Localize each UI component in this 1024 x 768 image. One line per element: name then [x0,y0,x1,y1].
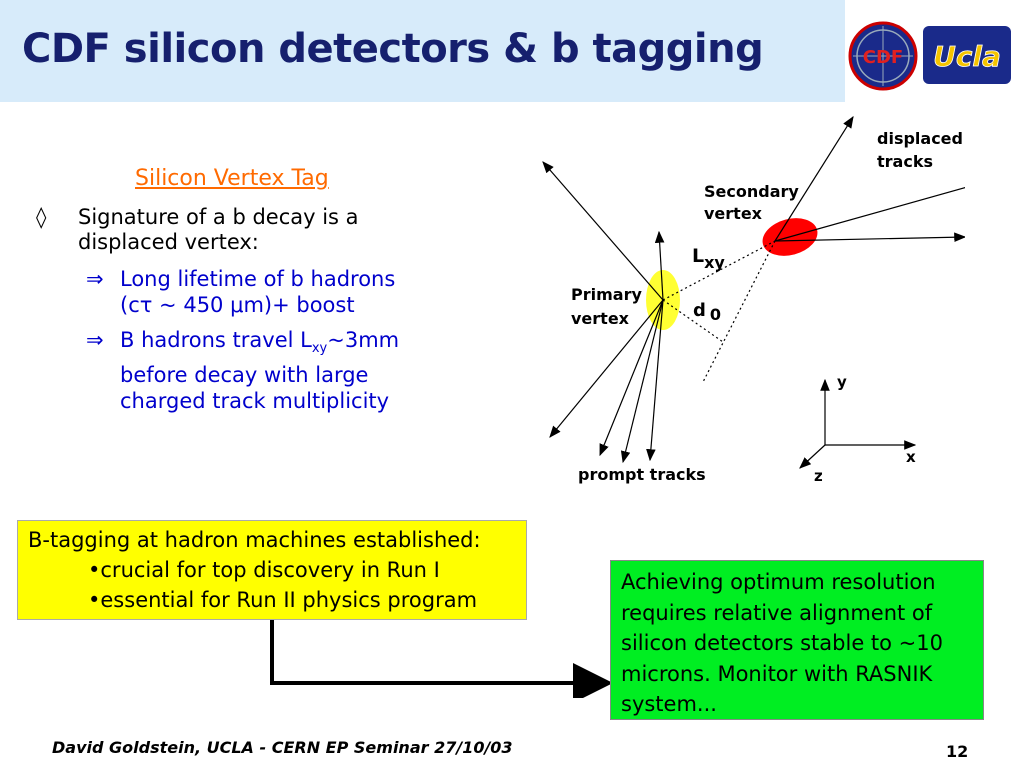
coordinate-axes [799,378,917,469]
page-number: 12 [946,742,969,761]
title-bar: CDF silicon detectors & b tagging [0,0,845,102]
callout-line: system... [621,692,717,716]
axis-x-label: x [906,448,916,466]
vertex-diagram: displaced tracks Secondary vertex Primar… [542,115,965,485]
bullet-signature: ◊ Signature of a b decay is a displaced … [36,205,359,255]
bullet-line: displaced vertex: [78,230,259,254]
sub-bullet-line: charged track multiplicity [120,389,390,414]
ucla-logo-text: Ucla [933,40,1001,73]
btagging-callout: B-tagging at hadron machines established… [17,520,527,620]
callout-line: requires relative alignment of [621,600,933,625]
arrow-bullet-icon: ⇒ [86,267,104,291]
section-subtitle: Silicon Vertex Tag [135,166,329,191]
diamond-bullet-icon: ◊ [36,205,47,229]
label-secondary-vertex: vertex [704,204,763,223]
callout-line: •essential for Run II physics program [88,588,478,612]
sub-bullet-line: Long lifetime of b hadrons [120,267,396,291]
prompt-tracks [542,161,665,464]
cdf-logo: CDF [848,21,918,91]
ucla-logo: Ucla [923,26,1011,84]
arrow-bullet-icon: ⇒ [86,328,104,352]
sub-bullet-line: (cτ ~ 450 μm)+ boost [120,293,355,317]
label-lxy: Lxy [692,245,725,272]
label-displaced: displaced [877,129,963,148]
label-primary-vertex: vertex [571,309,630,328]
sub-bullet-line: before decay with large [120,363,369,388]
callout-line: •crucial for top discovery in Run I [88,558,440,582]
axis-y-label: y [837,373,847,391]
label-tracks: tracks [877,152,933,171]
sub-bullet-line: B hadrons travel Lxy~3mm [120,328,400,357]
sub-bullet-lifetime: ⇒ Long lifetime of b hadrons (cτ ~ 450 μ… [86,266,396,318]
callout-line: microns. Monitor with RASNIK [621,661,933,686]
callout-line: B-tagging at hadron machines established… [28,528,481,552]
alignment-callout: Achieving optimum resolution requires re… [610,560,984,720]
connector-arrow [270,620,613,698]
label-prompt-tracks: prompt tracks [578,465,706,484]
footer-credit: David Goldstein, UCLA - CERN EP Seminar … [52,738,513,757]
displaced-tracks [774,115,965,243]
logos: CDF Ucla [848,21,1011,91]
slide-title: CDF silicon detectors & b tagging [22,26,764,72]
sub-bullet-travel: ⇒ B hadrons travel Lxy~3mm before decay … [86,327,400,414]
dotted-guides [662,240,776,383]
callout-line: silicon detectors stable to ~10 [621,631,943,655]
cdf-logo-text: CDF [863,47,903,68]
callout-line: Achieving optimum resolution [621,570,936,594]
label-primary: Primary [571,285,642,304]
label-secondary: Secondary [704,182,799,201]
bullet-line: Signature of a b decay is a [78,205,359,229]
axis-z-label: z [814,467,823,485]
